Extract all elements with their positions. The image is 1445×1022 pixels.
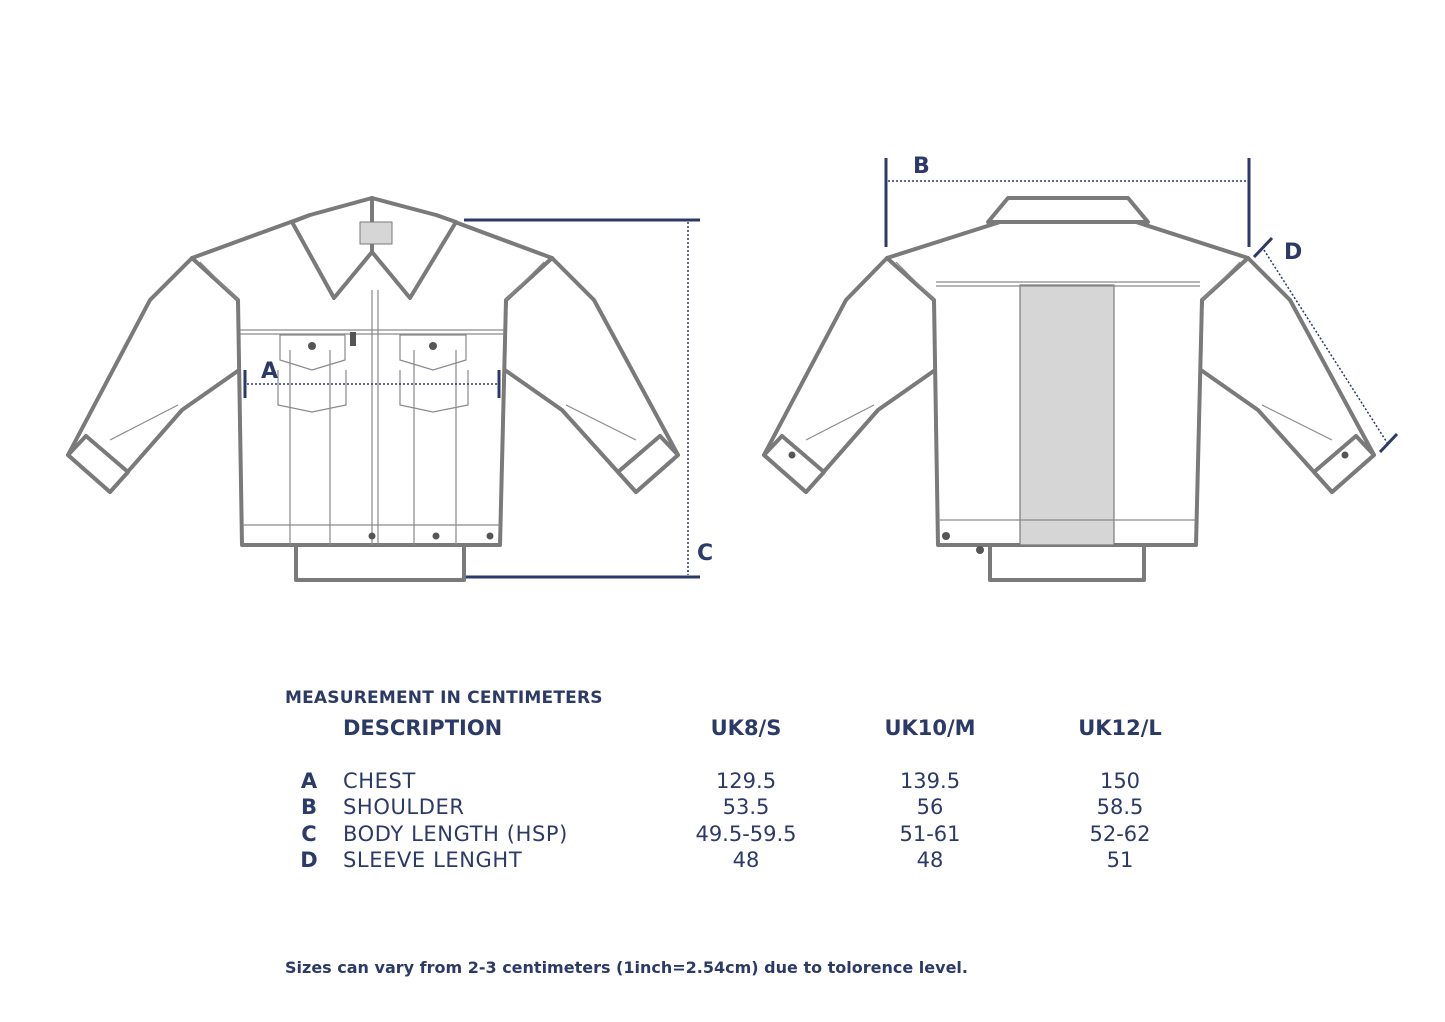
- row-value-l: 150: [1099, 769, 1141, 793]
- row-description: SHOULDER: [343, 795, 465, 819]
- row-value-l: 51: [1106, 848, 1134, 872]
- table-row: B SHOULDER 53.5 56 58.5: [0, 795, 1445, 821]
- dimension-d: [1252, 236, 1399, 454]
- dimension-label-d: D: [1284, 240, 1303, 265]
- back-details: [805, 261, 1333, 521]
- front-collar-right: [370, 196, 458, 300]
- header-description: DESCRIPTION: [343, 716, 503, 740]
- row-value-m: 48: [916, 848, 944, 872]
- dimension-label-b: B: [913, 154, 930, 179]
- back-right-cuff: [1312, 434, 1376, 494]
- row-description: SLEEVE LENGHT: [343, 848, 523, 872]
- table-row: C BODY LENGTH (HSP) 49.5-59.5 51-61 52-6…: [0, 822, 1445, 848]
- back-center-panel: [1019, 284, 1115, 546]
- front-right-cuff: [616, 434, 680, 494]
- row-letter: A: [300, 769, 318, 793]
- header-size-m: UK10/M: [884, 716, 976, 740]
- row-value-m: 56: [916, 795, 944, 819]
- row-value-m: 51-61: [899, 822, 961, 846]
- row-description: CHEST: [343, 769, 416, 793]
- dimension-b: [884, 158, 1251, 247]
- row-value-s: 129.5: [715, 769, 777, 793]
- back-left-cuff: [762, 434, 826, 494]
- front-collar-left: [290, 196, 374, 300]
- table-row: A CHEST 129.5 139.5 150: [0, 769, 1445, 795]
- row-value-l: 58.5: [1096, 795, 1144, 819]
- footnote: Sizes can vary from 2-3 centimeters (1in…: [285, 958, 968, 977]
- row-description: BODY LENGTH (HSP): [343, 822, 568, 846]
- row-value-s: 49.5-59.5: [695, 822, 797, 846]
- row-letter: C: [301, 822, 317, 846]
- front-details: [109, 261, 637, 545]
- row-letter: B: [300, 795, 317, 819]
- header-size-s: UK8/S: [710, 716, 782, 740]
- jacket-diagrams: [66, 158, 1399, 582]
- dimension-label-a: A: [261, 359, 279, 384]
- front-neck-label: [359, 221, 393, 245]
- table-title: MEASUREMENT IN CENTIMETERS: [285, 688, 603, 708]
- row-value-l: 52-62: [1089, 822, 1151, 846]
- row-value-s: 48: [732, 848, 760, 872]
- row-value-m: 139.5: [899, 769, 961, 793]
- jacket-front-view: [66, 196, 680, 582]
- dimension-label-c: C: [697, 541, 714, 566]
- dimension-c: [464, 218, 700, 579]
- dimension-a: [243, 370, 501, 398]
- header-size-l: UK12/L: [1078, 716, 1162, 740]
- back-collar: [986, 196, 1150, 224]
- back-buttons: [788, 451, 1349, 554]
- front-left-cuff: [66, 434, 130, 494]
- row-value-s: 53.5: [722, 795, 770, 819]
- row-letter: D: [300, 848, 318, 872]
- front-buttons: [308, 332, 494, 540]
- table-row: D SLEEVE LENGHT 48 48 51: [0, 848, 1445, 874]
